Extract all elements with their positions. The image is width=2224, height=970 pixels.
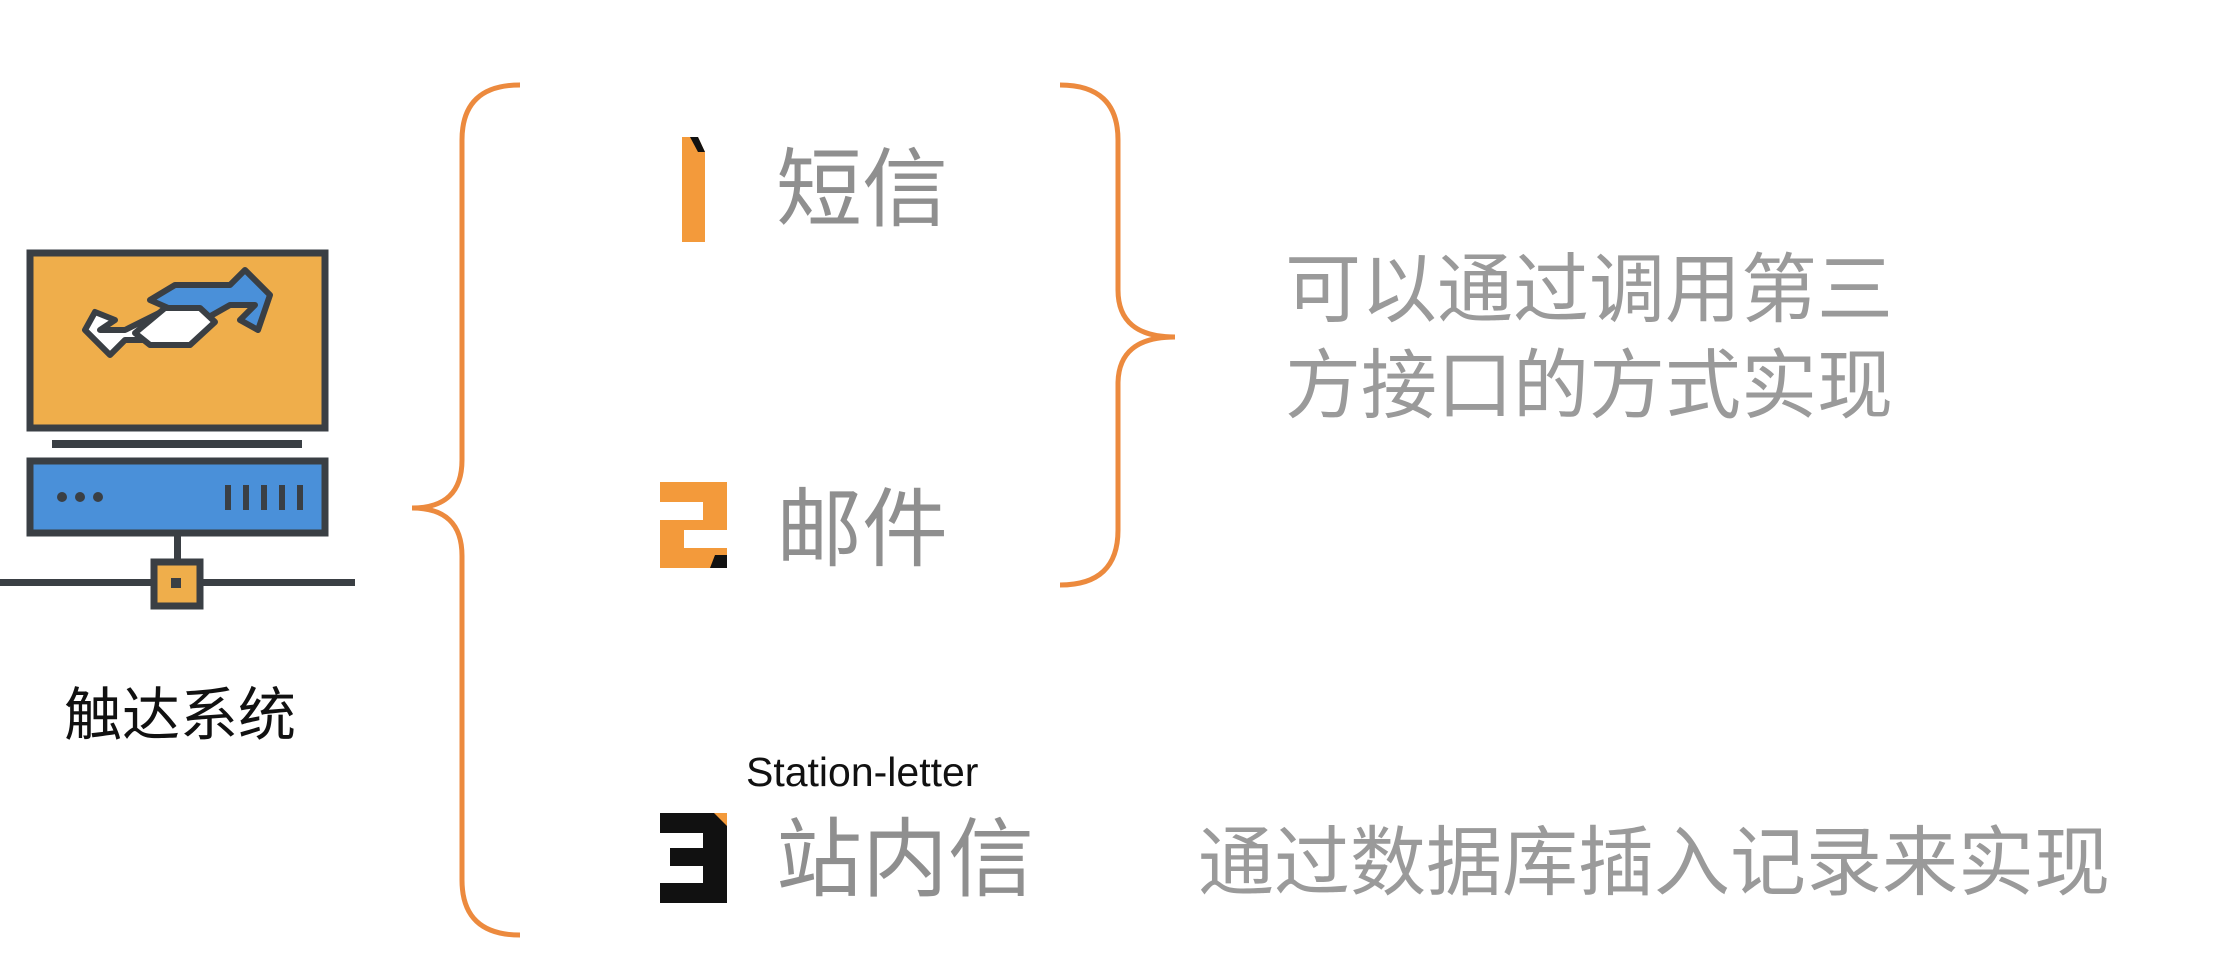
database-description: 通过数据库插入记录来实现: [1198, 818, 2110, 907]
third-party-description-line-1: 可以通过调用第三: [1285, 245, 1893, 334]
number-2-icon: [660, 482, 727, 568]
number-3-icon: [660, 813, 727, 903]
channel-label-email: 邮件: [776, 480, 948, 580]
sync-arrows-icon: [82, 267, 273, 358]
third-party-description-line-2: 方接口的方式实现: [1285, 341, 1893, 430]
third-party-description: 可以通过调用第三 方接口的方式实现: [1285, 242, 2005, 434]
left-brace: [411, 82, 521, 938]
number-1-icon: [682, 137, 705, 242]
channel-note-station-letter: Station-letter: [746, 749, 979, 795]
channel-label-inbox: 站内信: [776, 810, 1034, 910]
right-brace: [1059, 82, 1176, 588]
channel-label-sms: 短信: [776, 140, 948, 240]
monitor-server-icon: [0, 249, 355, 610]
system-label: 触达系统: [63, 681, 296, 749]
